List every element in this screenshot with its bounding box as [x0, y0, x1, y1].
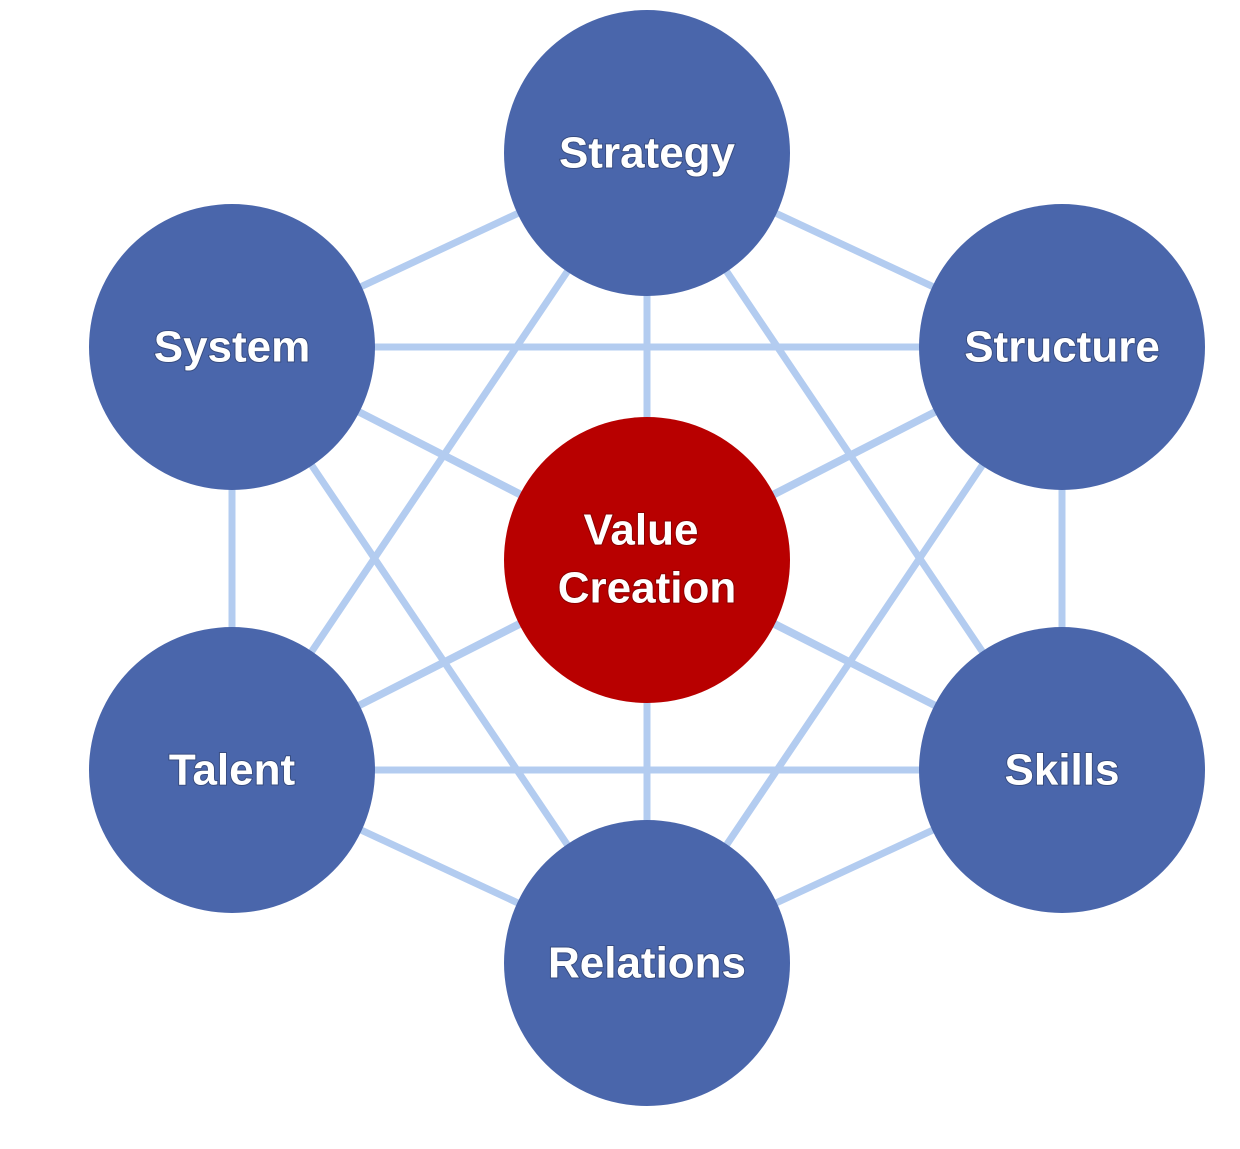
node-circle [919, 204, 1205, 490]
node-value-creation: Value Creation [504, 417, 790, 703]
node-label: Structure [964, 323, 1160, 372]
node-label: Strategy [559, 129, 736, 178]
center-label-line2: Creation [558, 564, 736, 613]
nodes: Strategy Structure Skills Relations Tale… [89, 10, 1205, 1106]
node-label: Relations [548, 939, 746, 988]
node-relations: Relations [504, 820, 790, 1106]
node-circle [919, 627, 1205, 913]
node-label: Skills [1005, 746, 1120, 795]
node-label: Talent [169, 746, 296, 795]
center-label-line1: Value [584, 506, 699, 555]
node-system: System [89, 204, 375, 490]
node-skills: Skills [919, 627, 1205, 913]
node-talent: Talent [89, 627, 375, 913]
node-circle [89, 204, 375, 490]
node-circle [504, 10, 790, 296]
node-label: System [154, 323, 311, 372]
node-circle [504, 820, 790, 1106]
node-structure: Structure [919, 204, 1205, 490]
node-circle [89, 627, 375, 913]
node-strategy: Strategy [504, 10, 790, 296]
center-circle [504, 417, 790, 703]
